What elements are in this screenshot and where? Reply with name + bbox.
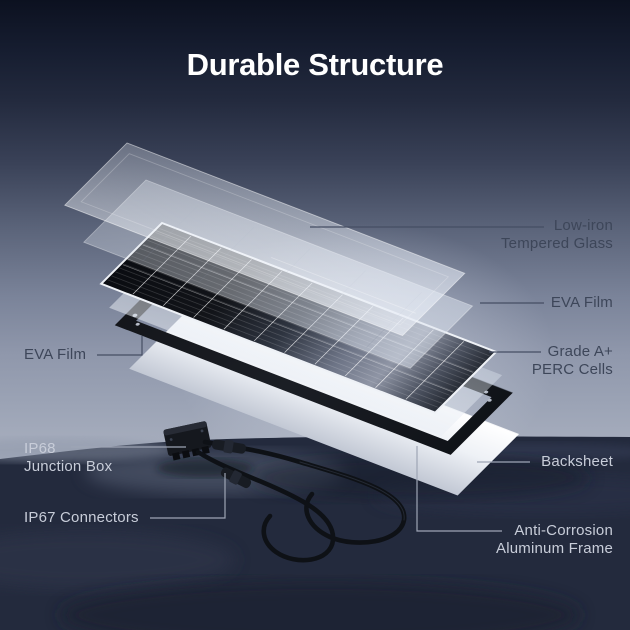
label-backsheet: Backsheet (541, 453, 613, 470)
mc4-connector-2 (220, 467, 252, 489)
label-junction-box: IP68 Junction Box (24, 440, 113, 475)
page-title: Durable Structure (186, 47, 444, 82)
mc4-connector-1 (212, 439, 247, 454)
label-eva-film-right: EVA Film (550, 294, 613, 311)
leader-line-aluminum-frame (416, 446, 502, 532)
tempered-glass-layer (63, 142, 466, 337)
label-perc-cells: Grade A+ PERC Cells (531, 343, 613, 378)
label-aluminum-frame: Anti-Corrosion Aluminum Frame (496, 522, 613, 557)
label-tempered-glass: Low-iron Tempered Glass (500, 217, 613, 252)
cables (195, 439, 407, 563)
leader-line-connectors (150, 473, 226, 519)
leader-line-eva-film-left (97, 336, 143, 356)
label-eva-film-left: EVA Film (24, 346, 87, 363)
label-connectors: IP67 Connectors (24, 509, 139, 526)
